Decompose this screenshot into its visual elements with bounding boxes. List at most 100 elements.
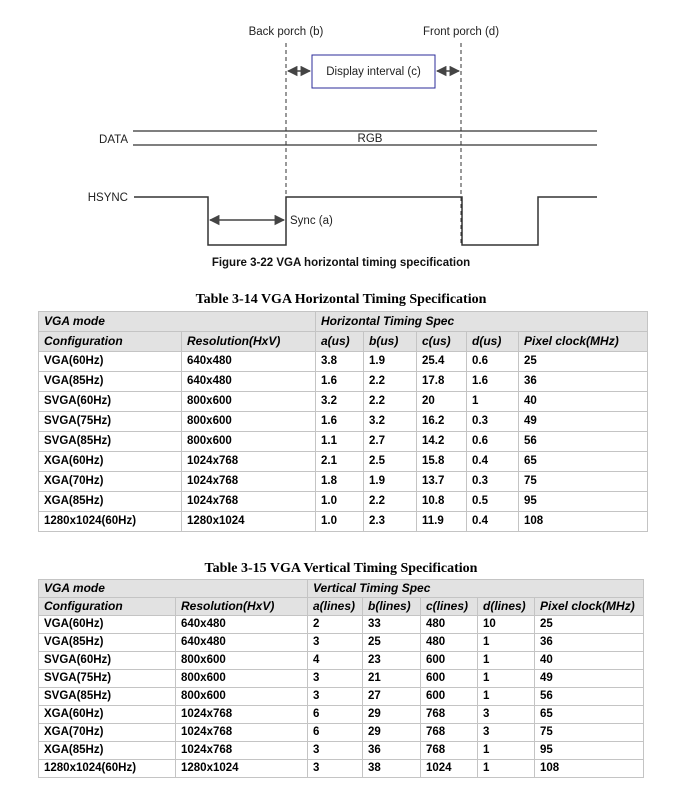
table-cell: 49 <box>533 669 645 688</box>
data-signal-label: DATA <box>99 134 128 146</box>
table-cell: XGA(85Hz) <box>38 491 182 512</box>
table-cell: 2.2 <box>363 371 417 392</box>
table-cell: 27 <box>362 687 421 706</box>
table-cell: 1024x768 <box>181 491 316 512</box>
col-header: Configuration <box>38 331 182 352</box>
col-header: Resolution(HxV) <box>175 597 308 616</box>
table-cell: 3 <box>307 687 363 706</box>
table-cell: 33 <box>362 615 421 634</box>
table-cell: 1024x768 <box>175 723 308 742</box>
col-header: d(lines) <box>477 597 535 616</box>
col-header: a(lines) <box>307 597 363 616</box>
horizontal-timing-table: VGA mode Horizontal Timing Spec Configur… <box>38 311 649 532</box>
vertical-timing-table: VGA mode Vertical Timing Spec Configurat… <box>38 579 645 778</box>
table-cell: 15.8 <box>416 451 467 472</box>
table-cell: 25 <box>362 633 421 652</box>
table-cell: 0.3 <box>466 411 519 432</box>
timing-diagram: Back porch (b) Front porch (d) Display i… <box>88 26 597 269</box>
table-cell: 640x480 <box>175 633 308 652</box>
table-cell: 36 <box>533 633 645 652</box>
table-cell: 3.2 <box>315 391 364 412</box>
table-cell: 25.4 <box>416 351 467 372</box>
display-interval-box <box>311 54 436 89</box>
table-cell: 3.8 <box>315 351 364 372</box>
table-cell: 20 <box>416 391 467 412</box>
col-header: c(us) <box>416 331 467 352</box>
table-cell: 1024x768 <box>181 451 316 472</box>
table-column-header: Configuration Resolution(HxV) a(us) b(us… <box>38 331 649 352</box>
col-header: c(lines) <box>420 597 478 616</box>
table-cell: 75 <box>517 471 649 492</box>
table-cell: 56 <box>517 431 649 452</box>
table-cell: 800x600 <box>181 411 316 432</box>
table-cell: 2.3 <box>363 511 417 532</box>
table-cell: 3 <box>477 705 535 724</box>
table-cell: SVGA(75Hz) <box>38 411 182 432</box>
table-cell: 38 <box>362 759 421 778</box>
front-porch-label: Front porch (d) <box>423 26 499 38</box>
table-cell: 768 <box>420 741 478 760</box>
rgb-label: RGB <box>358 133 383 145</box>
table-cell: 36 <box>362 741 421 760</box>
table-cell: 0.3 <box>466 471 519 492</box>
table-cell: 1 <box>477 687 535 706</box>
table-cell: 640x480 <box>175 615 308 634</box>
table-cell: 1280x1024 <box>175 759 308 778</box>
hsync-signal-label: HSYNC <box>88 192 128 204</box>
table-cell: 800x600 <box>181 391 316 412</box>
table-cell: 3 <box>307 759 363 778</box>
table-cell: 4 <box>307 651 363 670</box>
table-cell: 40 <box>517 391 649 412</box>
group-timing-spec: Horizontal Timing Spec <box>314 311 649 332</box>
vertical-table-caption: Table 3-15 VGA Vertical Timing Specifica… <box>204 561 478 576</box>
table-cell: SVGA(85Hz) <box>38 687 176 706</box>
table-cell: 6 <box>307 723 363 742</box>
table-cell: 1.6 <box>315 371 364 392</box>
table-cell: XGA(70Hz) <box>38 471 182 492</box>
table-cell: 1 <box>477 633 535 652</box>
table-cell: 768 <box>420 723 478 742</box>
col-header: Configuration <box>38 597 176 616</box>
table-cell: 108 <box>533 759 645 778</box>
col-header: b(us) <box>363 331 417 352</box>
table-cell: 1 <box>466 391 519 412</box>
table-cell: 1 <box>477 741 535 760</box>
table-cell: 29 <box>362 723 421 742</box>
table-cell: XGA(70Hz) <box>38 723 176 742</box>
table-cell: 23 <box>362 651 421 670</box>
table-cell: 1.6 <box>315 411 364 432</box>
table-cell: VGA(60Hz) <box>38 615 176 634</box>
table-cell: 1.8 <box>315 471 364 492</box>
table-cell: 800x600 <box>181 431 316 452</box>
table-cell: 2.1 <box>315 451 364 472</box>
table-cell: 3 <box>477 723 535 742</box>
table-cell: 1024x768 <box>181 471 316 492</box>
table-cell: 10 <box>477 615 535 634</box>
table-cell: 36 <box>517 371 649 392</box>
table-cell: 800x600 <box>175 687 308 706</box>
col-header: d(us) <box>466 331 519 352</box>
table-cell: 75 <box>533 723 645 742</box>
table-cell: 0.4 <box>466 451 519 472</box>
display-interval-label: Display interval (c) <box>326 66 421 78</box>
table-cell: 1.9 <box>363 351 417 372</box>
table-cell: 1024x768 <box>175 741 308 760</box>
table-cell: 56 <box>533 687 645 706</box>
table-cell: 65 <box>517 451 649 472</box>
table-cell: XGA(85Hz) <box>38 741 176 760</box>
table-cell: 1.9 <box>363 471 417 492</box>
table-cell: SVGA(75Hz) <box>38 669 176 688</box>
table-cell: 3 <box>307 669 363 688</box>
table-cell: 600 <box>420 687 478 706</box>
table-cell: 1 <box>477 651 535 670</box>
back-porch-label: Back porch (b) <box>249 26 324 38</box>
